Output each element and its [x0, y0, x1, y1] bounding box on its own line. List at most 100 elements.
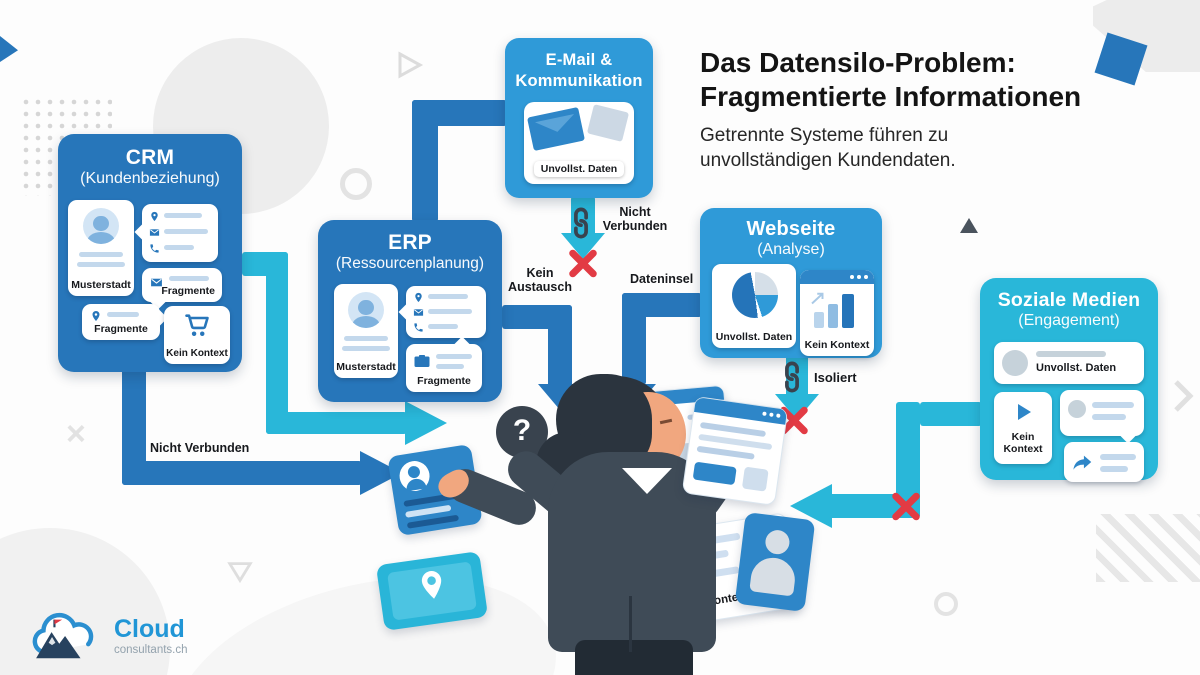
email-erp-connector: [412, 100, 438, 222]
share-icon: [1073, 455, 1092, 470]
erp-case-card: Fragmente: [406, 336, 482, 392]
email-title-line1: E-Mail &: [545, 51, 613, 69]
page-title: Das Datensilo-Problem: Fragmentierte Inf…: [700, 46, 1180, 113]
page-subtitle: Getrennte Systeme führen zu unvollständi…: [700, 123, 1180, 173]
location-pin-icon: [415, 292, 422, 303]
email-card: Unvollst. Daten: [524, 102, 634, 184]
social-row-label: Unvollst. Daten: [1036, 362, 1117, 374]
social-play-label-line2: Kontext: [1003, 443, 1043, 456]
chain-link-icon: [574, 207, 588, 239]
crm-title: CRM: [125, 146, 175, 169]
user-icon: [749, 555, 798, 597]
title-line-2: Fragmentierte Informationen: [700, 80, 1082, 112]
person-jacket-vent: [629, 596, 632, 652]
avatar-placeholder: [1068, 400, 1086, 418]
phone-icon: [150, 244, 159, 253]
social-subtitle: (Engagement): [1018, 312, 1120, 329]
erp-detail-card: [398, 286, 486, 338]
webseite-title: Webseite: [746, 218, 836, 240]
location-pin-icon: [151, 211, 158, 222]
red-x-icon: [890, 490, 922, 522]
crm-arrow-label: Nicht Verbunden: [150, 441, 250, 455]
ring-decoration: [340, 168, 372, 200]
crm-contact-label: Musterstadt: [71, 279, 131, 291]
chain-link-icon: [785, 361, 799, 393]
briefcase-icon: [414, 355, 430, 367]
crm-cart-label: Kein Kontext: [166, 348, 228, 359]
crm-bottom-connector: [122, 461, 362, 485]
play-icon: [1018, 404, 1031, 420]
email-title: E-Mail & Kommunikation: [505, 50, 653, 91]
webseite-chart-label: Kein Kontext: [804, 339, 870, 351]
erp-right-connector: [548, 305, 572, 387]
chevron-decoration: [1174, 380, 1194, 412]
bar-chart-icon: [814, 312, 824, 328]
webseite-subtitle: (Analyse): [757, 241, 825, 258]
erp-arrow-label: Kein Austausch: [494, 266, 586, 295]
webseite-chart-card: Kein Kontext: [800, 270, 874, 356]
crm-right-connector: [266, 412, 407, 434]
crm-detail-card: [134, 204, 218, 262]
social-play-label: Kein Kontext: [994, 431, 1052, 456]
triangle-outline-decoration: [227, 562, 253, 584]
erp-contact-label: Musterstadt: [336, 361, 396, 373]
envelope-icon: [151, 278, 162, 287]
user-icon: [83, 208, 119, 244]
user-icon: [348, 292, 384, 328]
subtitle-line-1: Getrennte Systeme führen zu: [700, 125, 949, 147]
pie-chart-icon: [732, 272, 778, 318]
triangle-outline-decoration: [398, 51, 424, 79]
envelope-icon: [413, 309, 424, 316]
fragment-browser-card-front: [681, 395, 789, 507]
email-card-label: Unvollst. Daten: [534, 161, 624, 177]
email-title-line2: Kommunikation: [515, 71, 643, 90]
crm-mail-card: Fragmente: [142, 268, 222, 310]
logo: Cloud consultants.ch: [28, 608, 188, 664]
crm-subtitle: (Kundenbeziehung): [80, 170, 220, 187]
erp-contact-card: Musterstadt: [334, 284, 398, 378]
erp-case-label: Fragmente: [417, 375, 471, 387]
arrowhead-right: [405, 401, 447, 445]
crm-pin-label: Fragmente: [94, 323, 148, 335]
blue-wedge-decoration: [0, 36, 18, 62]
crm-mail-label: Fragmente: [161, 285, 215, 297]
location-pin-icon: [421, 571, 442, 599]
email-arrow-label: Nicht Verbunden: [598, 205, 672, 234]
envelope-icon: [149, 229, 160, 236]
webseite-pie-label: Unvollst. Daten: [715, 331, 793, 343]
email-arrow-label-line1: Nicht: [619, 205, 651, 219]
webseite-left-connector: [622, 293, 646, 385]
crm-contact-card: Musterstadt: [68, 200, 134, 296]
dark-triangle-decoration: [960, 218, 978, 233]
webseite-down-arrow-label: Isoliert: [814, 370, 857, 385]
ring-decoration: [934, 592, 958, 616]
location-pin-icon: [92, 311, 100, 321]
person-legs: [575, 640, 693, 675]
social-row-card: Unvollst. Daten: [994, 342, 1144, 384]
social-share-card: [1064, 442, 1144, 482]
logo-domain: consultants.ch: [114, 643, 188, 656]
fragment-pin-card: [375, 551, 489, 631]
shopping-cart-icon: [185, 314, 209, 336]
subtitle-line-2: unvollständigen Kundendaten.: [700, 150, 956, 172]
silo-erp: ERP (Ressourcenplanung) Musterstadt Frag…: [318, 220, 502, 402]
social-left-connector: [920, 402, 982, 426]
user-icon: [764, 528, 791, 556]
silo-crm: CRM (Kundenbeziehung) Musterstadt Fragme…: [58, 134, 242, 372]
webseite-pie-card: Unvollst. Daten: [712, 264, 796, 348]
social-title: Soziale Medien: [997, 289, 1141, 311]
social-comment-card: [1060, 390, 1144, 444]
webseite-left-arrow-label: Dateninsel: [630, 272, 694, 286]
blob-decoration: [150, 540, 580, 675]
striped-square-decoration: [1096, 514, 1200, 582]
crm-cart-card: Kein Kontext: [164, 306, 230, 364]
fragment-photo-card: [734, 512, 816, 612]
social-play-label-line1: Kein: [1011, 430, 1035, 443]
silo-webseite: Webseite (Analyse) Unvollst. Daten Kein …: [700, 208, 882, 358]
trend-arrow-icon: [811, 292, 824, 305]
crm-right-connector: [266, 252, 288, 434]
silo-email: E-Mail & Kommunikation Unvollst. Daten: [505, 38, 653, 198]
erp-title: ERP: [388, 231, 432, 254]
erp-arrow-label-line2: Austausch: [508, 280, 572, 295]
question-mark: ?: [512, 414, 532, 447]
